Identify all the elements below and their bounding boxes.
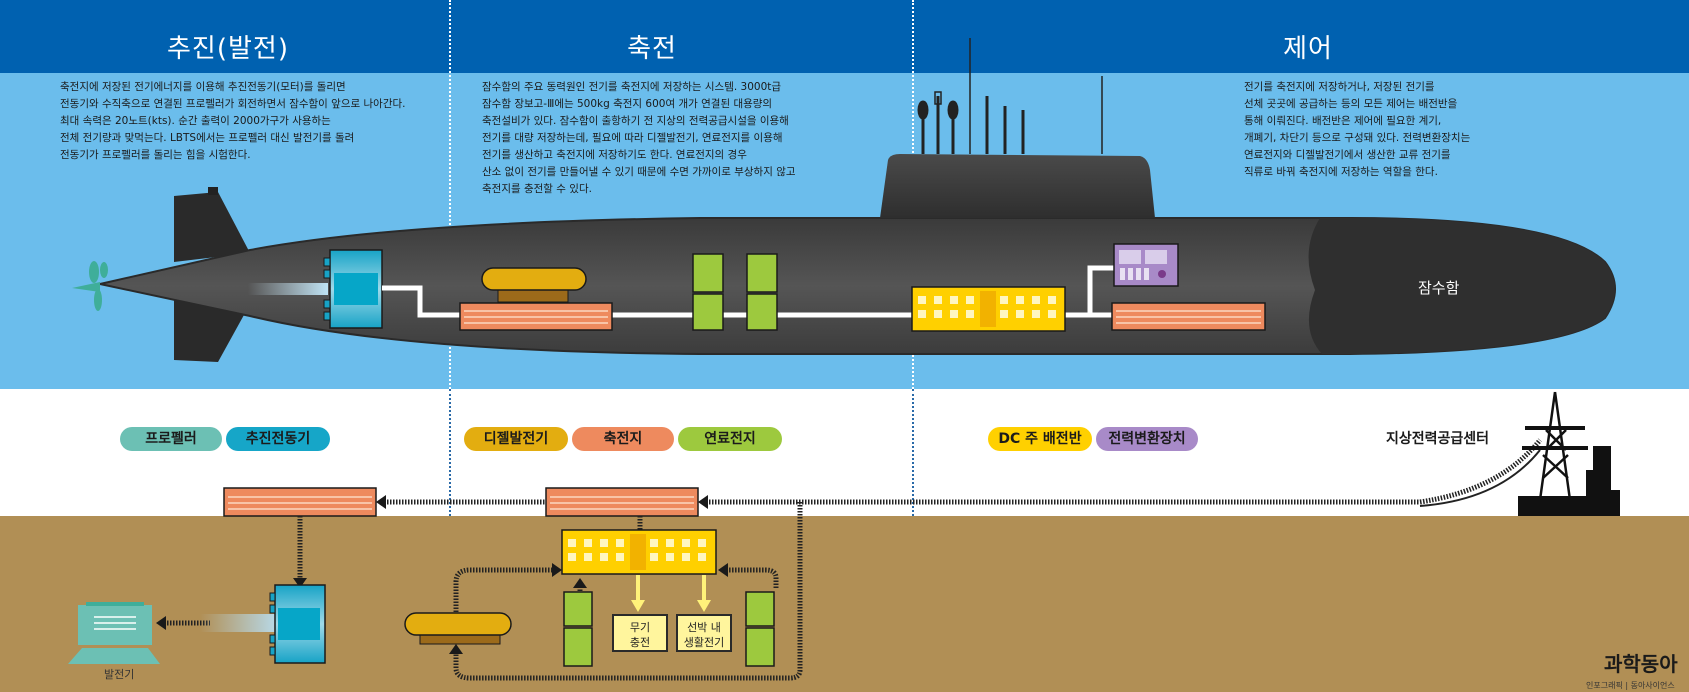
- section-description-control: 전기를 축전지에 저장하거나, 저장된 전기를 선체 곳곳에 공급하는 등의 모…: [1244, 81, 1471, 178]
- lower-dc-switchboard: [561, 529, 717, 575]
- submarine-sail: [880, 154, 1155, 218]
- section-title-control: 제어: [1283, 34, 1333, 64]
- switchboard-window: [1000, 310, 1008, 318]
- power-line: [382, 285, 460, 318]
- section-description-propulsion: 축전지에 저장된 전기에너지를 이용해 추진전동기(모터)를 돌리면 전동기와 …: [60, 81, 406, 161]
- output-arrows: [636, 575, 706, 604]
- switchboard-window: [950, 310, 958, 318]
- switchboard-window: [682, 539, 690, 547]
- switchboard-window: [1016, 310, 1024, 318]
- switchboard-window: [1048, 296, 1056, 304]
- power-converter: [1113, 243, 1179, 287]
- diesel-generator: [481, 267, 587, 303]
- battery-pack: [459, 302, 613, 331]
- header-band: [0, 0, 1689, 73]
- output-box-weapon-charging: 무기 충전: [612, 614, 668, 652]
- switchboard-window: [950, 296, 958, 304]
- section-title-propulsion: 추진(발전): [167, 34, 289, 64]
- switchboard-window: [918, 296, 926, 304]
- brand-logo: 과학동아: [1604, 652, 1678, 676]
- switchboard-window: [934, 296, 942, 304]
- propulsion-motor: [323, 249, 383, 329]
- propeller-icon: [72, 261, 108, 311]
- section-title-storage: 축전: [627, 34, 677, 64]
- lower-battery-2: [545, 487, 699, 517]
- switchboard-window: [568, 539, 576, 547]
- switchboard-window: [616, 539, 624, 547]
- power-tower-icon: [1522, 391, 1588, 501]
- generator-label: 발전기: [104, 668, 135, 681]
- switchboard-window: [1032, 296, 1040, 304]
- tail-fin: [174, 187, 250, 362]
- lower-propulsion-motor: [269, 584, 326, 664]
- arrow-heads: [156, 495, 728, 654]
- switchboard-window: [698, 539, 706, 547]
- section-description-storage: 잠수함의 주요 동력원인 전기를 축전지에 저장하는 시스템. 3000t급 잠…: [482, 81, 796, 195]
- switchboard-window: [698, 553, 706, 561]
- lower-fuel-cell: [563, 591, 775, 667]
- switchboard-window: [584, 539, 592, 547]
- lower-battery-1: [223, 487, 377, 517]
- legend-pill-diesel-generator: 디젤발전기: [464, 427, 568, 451]
- switchboard-window: [682, 553, 690, 561]
- fuel-cell: [692, 253, 778, 331]
- city-buildings-icon: [1518, 446, 1620, 516]
- ground-station-label: 지상전력공급센터: [1386, 431, 1490, 447]
- generator-icon: [68, 602, 160, 664]
- switchboard-window: [650, 553, 658, 561]
- switchboard-window: [600, 539, 608, 547]
- switchboard-window: [568, 553, 576, 561]
- flow-arrows: [164, 438, 1542, 681]
- switchboard-window: [934, 310, 942, 318]
- lower-diesel-generator: [404, 612, 512, 645]
- section-divider-1-lower: [449, 389, 451, 516]
- output-box-ship-power: 선박 내 생활전기: [676, 614, 732, 652]
- switchboard-window: [666, 553, 674, 561]
- shaft-glow: [248, 283, 328, 295]
- legend-pill-fuel-cell: 연료전지: [678, 427, 782, 451]
- dc-switchboard: [911, 286, 1066, 332]
- switchboard-window: [966, 310, 974, 318]
- section-divider-1: [449, 0, 451, 389]
- legend-pill-power-converter: 전력변환장치: [1096, 427, 1198, 451]
- switchboard-window: [650, 539, 658, 547]
- switchboard-window: [616, 553, 624, 561]
- switchboard-window: [1048, 310, 1056, 318]
- switchboard-window: [918, 310, 926, 318]
- switchboard-window: [1016, 296, 1024, 304]
- switchboard-window: [584, 553, 592, 561]
- credit-text: 인포그래픽 | 동아사이언스: [1586, 681, 1675, 690]
- periscope-masts: [917, 38, 1103, 154]
- legend-pill-battery: 축전지: [572, 427, 674, 451]
- legend-pill-propeller: 프로펠러: [120, 427, 222, 451]
- legend-pill-propulsion-motor: 추진전동기: [226, 427, 330, 451]
- switchboard-window: [1032, 310, 1040, 318]
- switchboard-window: [600, 553, 608, 561]
- switchboard-window: [966, 296, 974, 304]
- battery-pack-2: [1111, 302, 1266, 331]
- switchboard-window: [666, 539, 674, 547]
- legend-pill-dc-switchboard: DC 주 배전반: [988, 427, 1092, 451]
- section-divider-2-lower: [912, 389, 914, 516]
- switchboard-window: [1000, 296, 1008, 304]
- submarine-label: 잠수함: [1418, 279, 1460, 297]
